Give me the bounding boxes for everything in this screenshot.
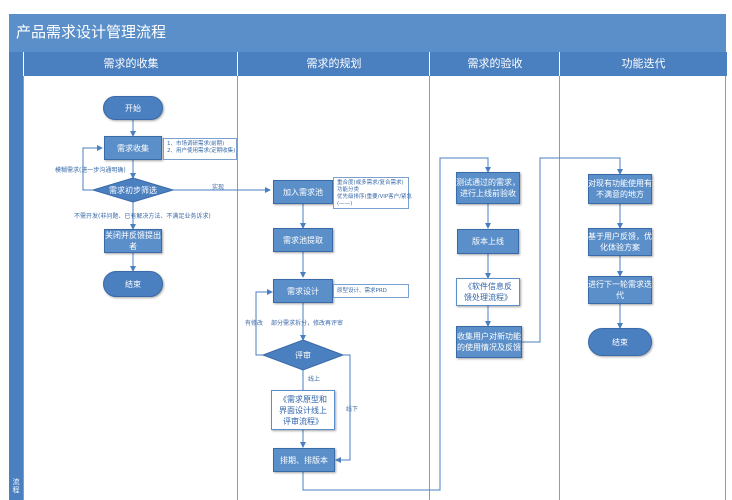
feedback-process-doc: 《软件信息反 馈处理流程》: [456, 278, 520, 306]
connector: [302, 157, 491, 491]
lane-header-iterate: 功能迭代: [559, 52, 727, 76]
title-bar: [9, 14, 726, 52]
lane-divider: [23, 76, 24, 500]
next-iteration-node: 进行下一轮需求迭 代: [588, 276, 652, 304]
extract-node: 需求池提取: [273, 228, 333, 252]
page-title: 产品需求设计管理流程: [16, 23, 167, 41]
feedback-node: 收集用户对新功能 的使用情况及反馈: [456, 326, 522, 358]
label-online: 线上: [308, 376, 321, 383]
connector: [82, 145, 103, 191]
schedule-node: 排期、排版本: [273, 448, 335, 472]
lane-header-plan: 需求的规划: [237, 52, 430, 76]
decision-diamond-screen: [91, 177, 175, 203]
lane-header-accept: 需求的验收: [429, 52, 560, 76]
test-node: 测试通过的需求， 进行上线前验收: [456, 172, 520, 204]
lane-divider: [559, 76, 560, 500]
label-implement: 实现: [212, 184, 225, 191]
review-decision-label: 评审: [295, 350, 311, 360]
label-offline: 线下: [346, 406, 359, 413]
screen-decision-label: 需求初步筛选: [109, 185, 157, 195]
design-note: 原型设计、需求PRD: [333, 284, 409, 298]
collect-node: 需求收集: [104, 136, 162, 160]
end-node-collect: 结束: [103, 271, 163, 297]
decision-diamond-review: [261, 339, 345, 371]
pool-note: 重合度(或多需求/复合需求) 功能分类 优先级排序(重要/VIP客户/紧急 (—…: [333, 177, 412, 209]
lane-divider: [429, 76, 430, 500]
connector: [335, 354, 351, 463]
pool-node: 加入需求池: [273, 180, 333, 204]
end-node-iterate: 结束: [588, 328, 652, 356]
review-process-doc: 《需求原型和 界面设计线上 评审流程》: [271, 390, 335, 430]
lane-header-collect: 需求的收集: [23, 52, 238, 76]
label-vague: 模糊需求(进一步沟通明确): [55, 167, 126, 174]
lane-divider: [725, 76, 726, 500]
side-stripe: [9, 52, 23, 500]
collect-note: 1、市场调研需求(前期) 2、用户使用需求(定期收集): [163, 138, 237, 160]
unsatisfied-node: 对现有功能使用有 不满意的地方: [588, 174, 652, 204]
design-node: 需求设计: [273, 279, 333, 303]
optimize-node: 基于用户反馈，优 化体验方案: [588, 228, 652, 256]
side-label: 流程: [12, 478, 20, 494]
label-not-needed: 不需开发(非问题、已有解决方法、不满足业务诉求): [74, 213, 211, 220]
start-node: 开始: [103, 96, 163, 120]
label-partial: 部分需求拆分，修改再评审: [271, 320, 344, 327]
launch-node: 版本上线: [457, 229, 519, 254]
connector: [255, 289, 273, 356]
close-node: 关闭并反馈提出者: [104, 229, 162, 253]
connector: [522, 157, 623, 343]
lane-divider: [237, 76, 238, 500]
label-has-issue: 有修改: [245, 320, 264, 327]
